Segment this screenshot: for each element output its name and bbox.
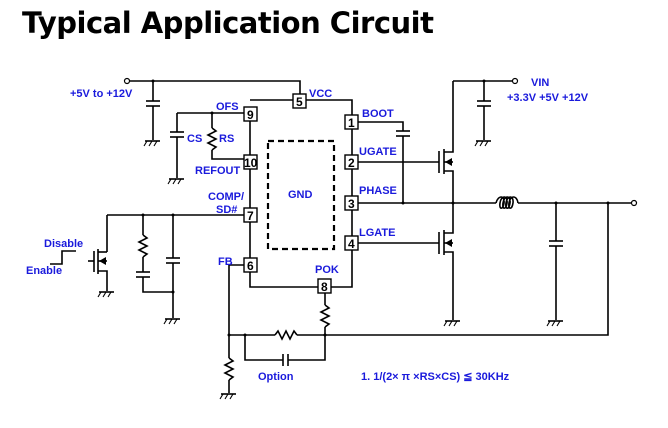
svg-text:5: 5 (296, 95, 303, 109)
svg-text:9: 9 (247, 108, 254, 122)
rs-resistor (206, 127, 218, 151)
pin-label-ugate: UGATE (359, 146, 397, 158)
vcc-supply-label: +5V to +12V (70, 88, 133, 100)
pin-5: 5 VCC (292, 88, 332, 109)
output-terminal (630, 199, 638, 207)
svg-text:1: 1 (348, 116, 355, 130)
vin-input-terminal (511, 77, 519, 85)
vin-values-label: +3.3V +5V +12V (507, 92, 589, 104)
high-side-mosfet (438, 81, 454, 203)
comp-network: Disable Enable (26, 213, 244, 325)
page-title: Typical Application Circuit (22, 6, 434, 40)
comp-resistor (137, 234, 149, 258)
vin-label: VIN (531, 77, 549, 89)
pin-8: 8 POK (315, 264, 339, 294)
ic-body: GND (249, 99, 353, 288)
pin-label-refout: REFOUT (195, 165, 241, 177)
design-note: 1. 1/(2× π ×RS×CS) ≦ 30KHz (361, 371, 510, 383)
pin-1: 1 BOOT (344, 108, 394, 130)
svg-text:10: 10 (244, 156, 258, 170)
svg-text:6: 6 (247, 259, 254, 273)
ofs-refout-network: CS RS (167, 111, 244, 185)
pin-label-sd: SD# (216, 204, 237, 216)
ground-icon (167, 178, 184, 185)
ground-icon (219, 393, 236, 400)
svg-text:7: 7 (247, 209, 254, 223)
pin-label-phase: PHASE (359, 185, 397, 197)
pok-pullup-resistor (319, 304, 331, 328)
svg-text:8: 8 (321, 280, 328, 294)
low-side-mosfet (438, 203, 460, 327)
option-label: Option (258, 371, 294, 383)
pin-label-ofs: OFS (216, 101, 239, 113)
cs-label: CS (187, 133, 202, 145)
pin-label-lgate: LGATE (359, 227, 395, 239)
ground-icon (443, 320, 460, 327)
pin-7: 7 COMP/ SD# (208, 191, 258, 223)
fb-lower-resistor (223, 357, 235, 381)
rs-label: RS (219, 133, 234, 145)
enable-step-signal (50, 250, 76, 265)
vcc-input-terminal (123, 77, 131, 85)
gnd-pad-label: GND (288, 189, 313, 201)
pin-6: 6 FB (218, 256, 258, 273)
vcc-supply-net: +5V to +12V (70, 77, 301, 147)
feedback-network: Option (219, 203, 609, 400)
pin-label-fb: FB (218, 256, 233, 268)
svg-text:2: 2 (348, 156, 355, 170)
disable-label: Disable (44, 238, 83, 250)
power-stage: VIN +3.3V +5V +12V (358, 77, 638, 327)
pin-9: 9 OFS (216, 101, 258, 122)
shutdown-mosfet (88, 215, 114, 298)
feedback-resistor (274, 329, 298, 341)
gnd-pad-outline (266, 139, 336, 251)
pin-label-pok: POK (315, 264, 339, 276)
pin-4: 4 LGATE (344, 227, 395, 251)
ground-icon (97, 291, 114, 298)
pin-label-vcc: VCC (309, 88, 332, 100)
enable-label: Enable (26, 265, 62, 277)
output-inductor (495, 196, 519, 210)
pin-label-boot: BOOT (362, 108, 394, 120)
ground-icon (143, 140, 160, 147)
svg-text:3: 3 (348, 197, 355, 211)
pin-10: 10 REFOUT (195, 154, 258, 177)
pin-label-comp: COMP/ (208, 191, 244, 203)
ground-icon (474, 140, 491, 147)
pin-2: 2 UGATE (344, 146, 397, 170)
pin-3: 3 PHASE (344, 185, 397, 211)
svg-text:4: 4 (348, 237, 355, 251)
ground-icon (546, 320, 563, 327)
ground-icon (163, 318, 180, 325)
